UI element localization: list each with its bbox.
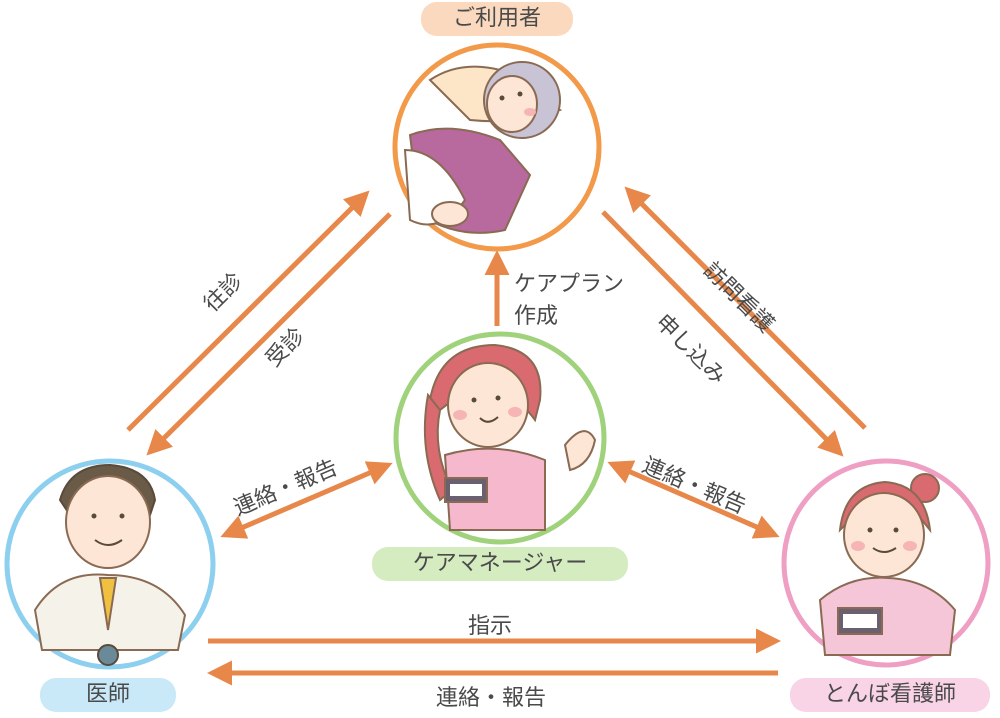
nurse-label: とんぼ看護師: [790, 678, 990, 712]
arrow-doctor-manager: [220, 461, 393, 539]
node-user: [392, 42, 602, 252]
arrow-user-to-doctor: [146, 212, 392, 456]
doctor-illustration: [33, 463, 187, 666]
arrows: [126, 186, 867, 686]
arrow-manager-nurse: [607, 460, 780, 539]
user-label: ご利用者: [421, 2, 573, 36]
node-doctor: [4, 458, 216, 670]
node-nurse: [781, 458, 991, 668]
doctor-label: 医師: [40, 678, 176, 712]
edge-label-care-plan-2: 作成: [514, 304, 559, 329]
user-illustration: [403, 61, 563, 234]
arrow-user-to-nurse: [601, 210, 844, 457]
nurse-illustration: [818, 473, 957, 656]
arrow-doctor-to-user: [126, 190, 370, 432]
edge-label-instruction: 指示: [468, 614, 513, 639]
arrow-nurse-to-user: [624, 186, 867, 430]
manager-label: ケアマネージャー: [372, 547, 628, 581]
edge-label-care-plan-1: ケアプラン: [514, 272, 625, 297]
node-manager: [393, 331, 607, 545]
manager-illustration: [423, 343, 597, 531]
edge-label-contact-bottom: 連絡・報告: [436, 686, 547, 711]
